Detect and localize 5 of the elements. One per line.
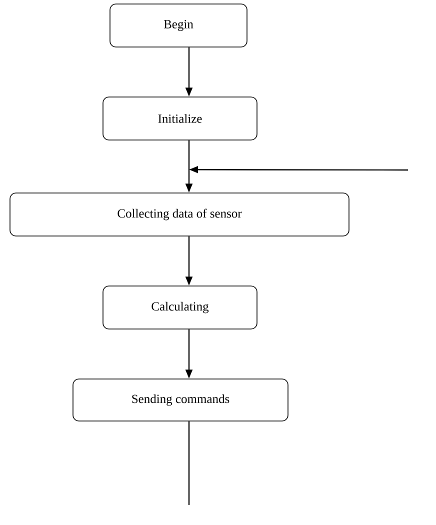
process-box: Calculating [102, 286, 258, 330]
process-box: Begin [110, 4, 248, 48]
process-box: Collecting data of sensor [10, 192, 350, 236]
process-box: Initialize [102, 96, 258, 140]
process-box: Sending commands [72, 378, 288, 422]
